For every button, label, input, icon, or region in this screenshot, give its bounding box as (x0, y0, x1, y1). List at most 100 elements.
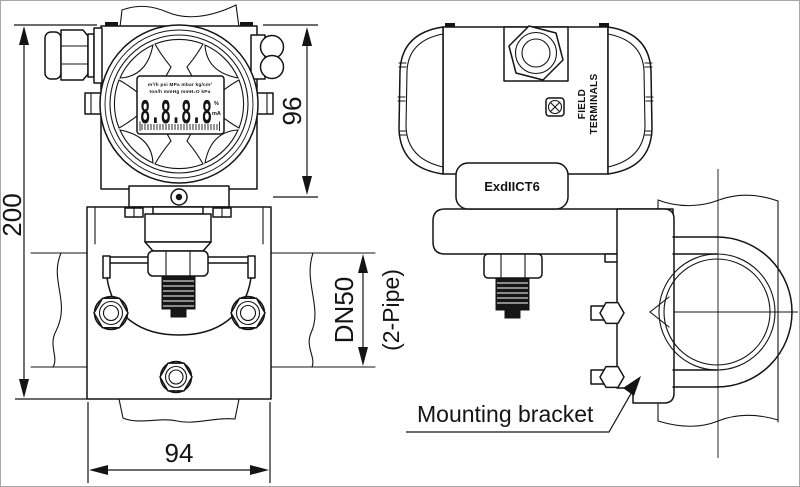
bracket-horizontal-plate (432, 208, 674, 255)
gland-cap (44, 31, 62, 80)
dimension-200: 200 (1, 24, 97, 400)
dn50-arrow-bottom (358, 347, 368, 366)
end-cap-left-ribs (397, 62, 407, 136)
lcd-units-line1: m³/h psi MPa mbar kg/cm² (148, 82, 212, 88)
dim-dn50-label: DN50 (329, 277, 359, 343)
coupling-nut-side-facets (500, 253, 526, 279)
pipe-break-line-left (52, 252, 62, 368)
coupling-nut (147, 250, 209, 277)
clamp-bolt-lower (590, 365, 625, 389)
field-terminals-label-line2: TERMINALS (589, 73, 600, 134)
dim200-arrow-bottom (19, 379, 29, 398)
pipe-break-line-right (308, 252, 316, 368)
dim94-arrow-right (250, 465, 269, 475)
sensor-stack-side (483, 253, 543, 319)
stud-tip (170, 308, 187, 318)
mounting-bracket-callout: Mounting bracket (406, 376, 641, 433)
dim-200-label: 200 (1, 193, 27, 236)
u-bolt-inner-circle (658, 253, 776, 371)
dim-96-label: 96 (277, 97, 307, 126)
head-inner-ring (109, 34, 249, 174)
clamp-bolt-upper (590, 301, 625, 325)
dim-2pipe-label: (2-Pipe) (378, 269, 404, 351)
end-cap-left (398, 26, 444, 175)
lcd-ma-sign: mA (212, 111, 221, 117)
transmitter-housing-side: FIELD TERMINALS ExdIICT6 (397, 23, 654, 210)
lcd-display: m³/h psi MPa mbar kg/cm² ton/h mmHg mmH₂… (136, 75, 225, 135)
head-mid-rim (104, 29, 254, 179)
ex-rating-plate (455, 162, 569, 210)
dimension-96: 96 (263, 24, 318, 198)
gland-facets (60, 45, 89, 65)
dim-94-label: 94 (165, 438, 194, 468)
head-neck (128, 185, 230, 208)
gland-ring (87, 33, 95, 78)
stud-threads (163, 280, 194, 307)
coupling-nut-side (483, 253, 543, 279)
end-cap-left-rim (405, 33, 444, 168)
housing-top-tab-right (240, 22, 253, 26)
sensor-neck-body (144, 213, 212, 243)
u-bolt (649, 236, 793, 388)
end-cap-right-rim (607, 33, 646, 168)
end-cap-right (607, 26, 653, 175)
lcd-bargraph (139, 121, 220, 131)
coupling-nut-facets (165, 250, 191, 277)
conduit-circle-outer (514, 31, 558, 75)
u-bolt-legs (672, 236, 718, 388)
mounting-bracket-label: Mounting bracket (417, 401, 594, 427)
dim94-arrow-left (89, 465, 108, 475)
sensor-neck-taper (144, 241, 212, 252)
conduit-hex-plug (508, 25, 564, 81)
housing-tab-left (445, 23, 455, 27)
side-view: FIELD TERMINALS ExdIICT6 Mounting bracke… (397, 23, 798, 458)
bottom-flange-break (118, 398, 240, 423)
side-plug-left (84, 92, 102, 115)
ground-screw-cross (550, 102, 560, 112)
u-bolt-saddle-circle (663, 258, 771, 366)
transmitter-head: m³/h psi MPa mbar kg/cm² ton/h mmHg mmH₂… (99, 24, 259, 184)
stud-tip-side (504, 309, 521, 319)
nameplate-flag (119, 4, 240, 28)
dim96-arrow-bottom (302, 176, 312, 195)
sensor-neck-top (152, 206, 204, 215)
conduit-entry (503, 25, 569, 82)
bracket-vertical-plate (616, 208, 675, 404)
dim96-arrow-top (302, 27, 312, 46)
side-plug-right (256, 92, 274, 115)
lcd-percent-sign: % (214, 101, 219, 107)
lcd-window (136, 75, 225, 135)
neck-screw-dot (175, 193, 183, 201)
conduit-circle-inner (521, 38, 551, 68)
mounting-bracket-plate (432, 208, 675, 404)
flange-bolt-right (230, 295, 266, 331)
bracket-fold-lines (94, 206, 264, 245)
dimension-dn50: DN50 (2-Pipe) (329, 254, 404, 366)
threaded-stud (161, 275, 196, 310)
stud-threads-side (497, 282, 528, 304)
side-fitting (250, 34, 285, 80)
cable-gland (44, 27, 103, 84)
ex-rating-label: ExdIICT6 (484, 179, 540, 194)
gland-flange (93, 27, 103, 84)
pipe-break-bottom (657, 414, 779, 427)
ground-screw-head (547, 99, 563, 115)
callout-leader-line (406, 382, 638, 433)
end-cap-right-ribs (644, 62, 654, 136)
field-terminals-label-line1: FIELD (577, 89, 588, 119)
dn50-arrow-top (358, 254, 368, 273)
bracket-hook-right (247, 255, 256, 279)
bracket-hook-left (102, 255, 111, 279)
u-bolt-left-bend (649, 296, 670, 328)
lcd-units-line2: ton/h mmHg mmH₂O kPa (149, 89, 210, 95)
callout-arrowhead (623, 376, 641, 396)
dimension-94: 94 (87, 402, 271, 483)
process-manifold (86, 206, 272, 423)
pipe-break-top (657, 194, 779, 207)
fitting-lobe-bottom (259, 54, 285, 80)
gland-hex-body (60, 29, 89, 81)
u-bolt-outer-arc (716, 236, 793, 388)
flange-bolt-left (93, 295, 129, 331)
